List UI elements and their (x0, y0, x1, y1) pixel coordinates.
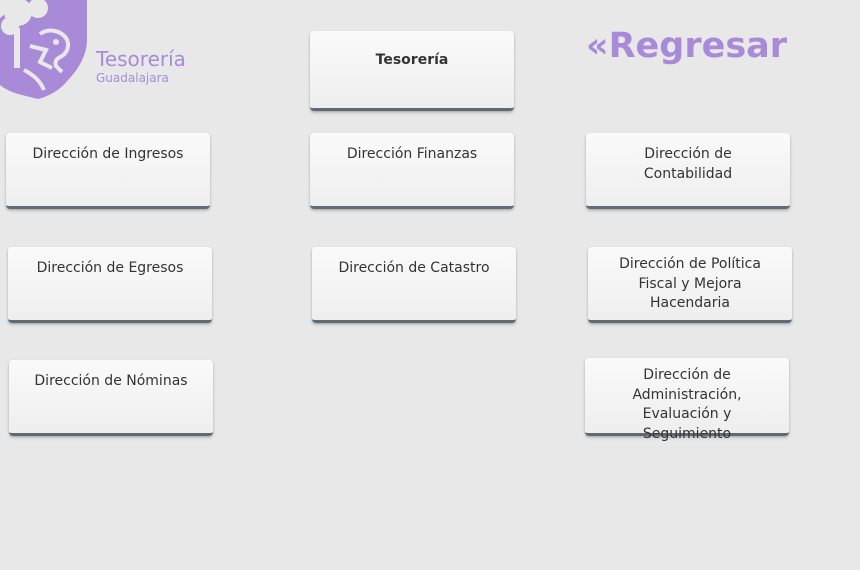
nominas-button[interactable]: Dirección de Nóminas (9, 360, 213, 436)
back-link[interactable]: «Regresar (586, 26, 788, 66)
contabilidad-button[interactable]: Dirección de Contabilidad (586, 133, 790, 209)
egresos-button-label: Dirección de Egresos (36, 260, 184, 276)
logo-subtitle: Guadalajara (96, 71, 169, 85)
nominas-button-label: Dirección de Nóminas (34, 373, 188, 389)
administracion-button[interactable]: Dirección de Administración, Evaluación … (585, 358, 789, 442)
tesoreria-logo: Tesorería Guadalajara (0, 0, 200, 105)
ingresos-button[interactable]: Dirección de Ingresos (6, 133, 210, 209)
guadalajara-emblem-icon (0, 0, 87, 99)
administracion-button-label: Dirección de Administración, Evaluación … (632, 367, 742, 442)
logo-title: Tesorería (96, 47, 186, 71)
tesoreria-button[interactable]: Tesorería (310, 31, 514, 111)
catastro-button[interactable]: Dirección de Catastro (312, 247, 516, 323)
tesoreria-button-label: Tesorería (375, 52, 449, 68)
politica-fiscal-button-label: Dirección de Política Fiscal y Mejora Ha… (619, 256, 761, 311)
politica-fiscal-button[interactable]: Dirección de Política Fiscal y Mejora Ha… (588, 247, 792, 323)
ingresos-button-label: Dirección de Ingresos (32, 146, 184, 162)
finanzas-button-label: Dirección Finanzas (346, 146, 478, 162)
finanzas-button[interactable]: Dirección Finanzas (310, 133, 514, 209)
egresos-button[interactable]: Dirección de Egresos (8, 247, 212, 323)
catastro-button-label: Dirección de Catastro (338, 260, 490, 276)
contabilidad-button-label: Dirección de Contabilidad (643, 146, 733, 182)
